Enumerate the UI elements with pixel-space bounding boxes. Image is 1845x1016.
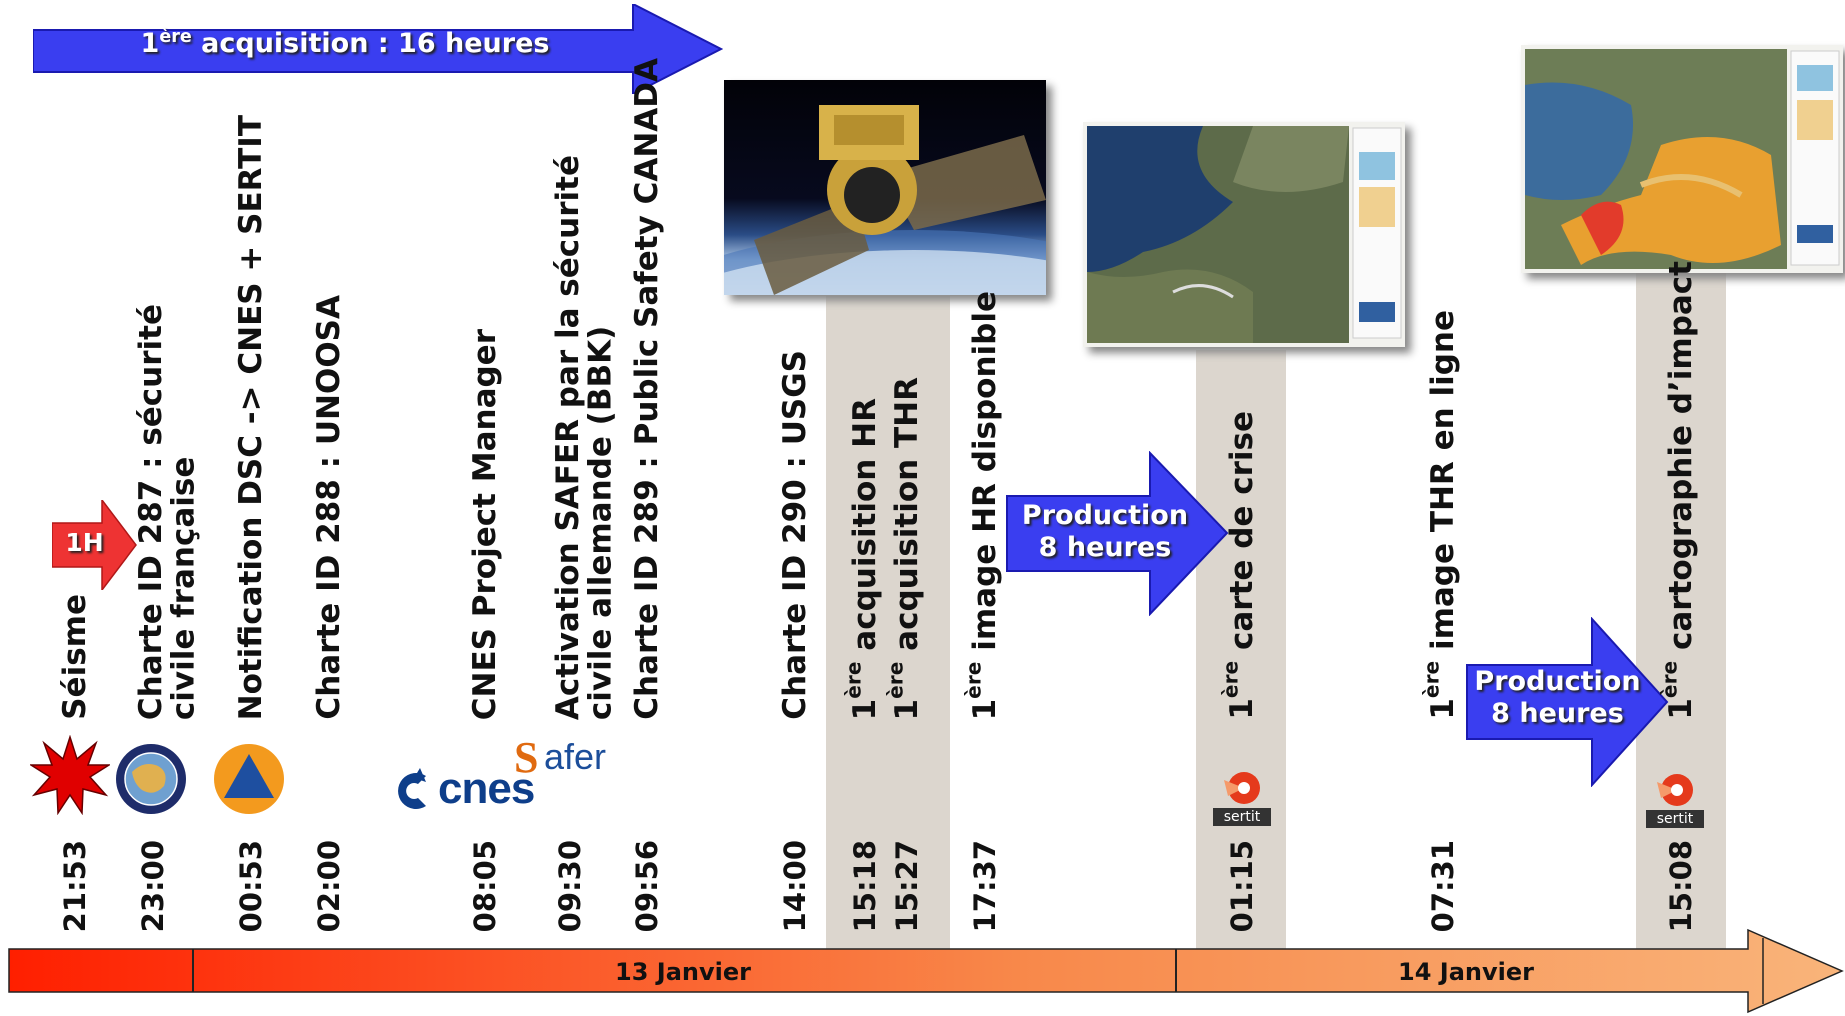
top-acquisition-arrow bbox=[33, 4, 723, 94]
event-label-seisme: Séisme bbox=[56, 594, 93, 720]
time-0053: 00:53 bbox=[233, 839, 268, 932]
event-label-charte-289: Charte ID 289 : Public Safety CANADA bbox=[628, 58, 665, 720]
event-label-charte-288: Charte ID 288 : UNOOSA bbox=[310, 295, 347, 720]
event-label-notification: Notification DSC -> CNES + SERTIT bbox=[232, 114, 269, 720]
charter-globe-icon bbox=[116, 744, 186, 814]
time-2300: 23:00 bbox=[135, 839, 170, 932]
time-2153: 21:53 bbox=[57, 839, 92, 932]
column-bg-impact-map bbox=[1636, 272, 1726, 951]
safer-logo: S afer bbox=[514, 733, 607, 782]
timeline-day-13: 13 Janvier bbox=[615, 958, 751, 986]
sertit-logo-2: sertit bbox=[1646, 772, 1704, 830]
timeline-arrow bbox=[8, 928, 1844, 1014]
time-0731: 07:31 bbox=[1425, 839, 1460, 932]
event-label-carte-crise: 1ère carte de crise bbox=[1218, 411, 1260, 720]
event-label-charte-290: Charte ID 290 : USGS bbox=[776, 350, 813, 720]
time-0200: 02:00 bbox=[311, 839, 346, 932]
time-0805: 08:05 bbox=[467, 839, 502, 932]
production-arrow-1 bbox=[1006, 451, 1229, 616]
production-arrow-2 bbox=[1466, 617, 1669, 787]
civil-protection-icon bbox=[214, 744, 284, 814]
event-label-cnes-pm: CNES Project Manager bbox=[466, 328, 503, 720]
time-1527: 15:27 bbox=[889, 839, 924, 932]
event-label-impact: 1ère cartographie d’impact bbox=[1657, 261, 1699, 720]
satellite-image bbox=[724, 80, 1046, 295]
one-hour-arrow bbox=[52, 500, 137, 590]
sertit-logo-1: sertit bbox=[1213, 770, 1271, 828]
timeline-day-14: 14 Janvier bbox=[1398, 958, 1534, 986]
impact-map-image bbox=[1521, 45, 1843, 273]
crisis-map-image bbox=[1083, 122, 1405, 347]
event-label-acq-thr: 1ère acquisition THR bbox=[883, 376, 925, 720]
time-1518: 15:18 bbox=[847, 839, 882, 932]
cnes-logo: cnes bbox=[396, 764, 566, 818]
time-0930: 09:30 bbox=[552, 839, 587, 932]
time-1400: 14:00 bbox=[777, 839, 812, 932]
time-0956: 09:56 bbox=[629, 839, 664, 932]
event-label-image-hr: 1ère image HR disponible bbox=[961, 290, 1003, 720]
explosion-icon bbox=[30, 735, 110, 815]
time-1737: 17:37 bbox=[967, 839, 1002, 932]
event-label-image-thr: 1ère image THR en ligne bbox=[1419, 310, 1461, 720]
column-bg-acquisition bbox=[826, 296, 950, 951]
time-1508: 15:08 bbox=[1663, 839, 1698, 932]
time-0115: 01:15 bbox=[1224, 839, 1259, 932]
top-arrow-label: 1ère acquisition : 16 heures bbox=[140, 27, 550, 59]
column-bg-crisis-map bbox=[1196, 350, 1286, 951]
one-hour-label: 1H bbox=[65, 528, 104, 557]
